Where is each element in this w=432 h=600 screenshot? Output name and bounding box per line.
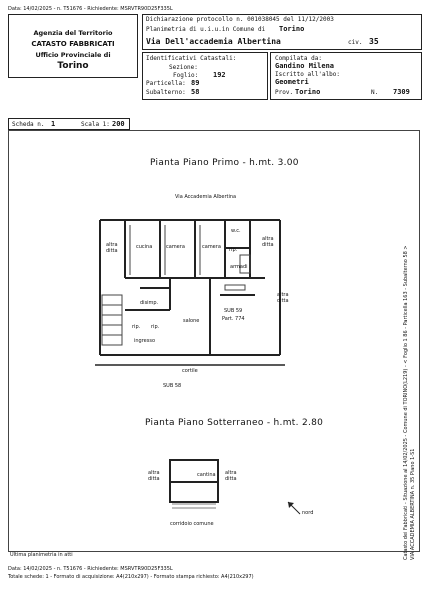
civ-label: civ. (348, 39, 363, 46)
plan1-title: Pianta Piano Primo - h.mt. 3.00 (150, 158, 299, 168)
plan1-armadi: armadi (230, 264, 248, 270)
scala-value: 200 (112, 120, 125, 128)
subalterno-value: 58 (191, 88, 200, 96)
plan1-camera-2: camera (202, 244, 221, 250)
agency-line1: Agenzia del Territorio (33, 29, 113, 37)
plan1-altra-ditta-right: altra ditta (277, 292, 289, 304)
subalterno-label: Subalterno: (146, 89, 186, 96)
plan1-salone: salone (183, 318, 200, 324)
plan1-sub59: SUB 59 (224, 308, 243, 314)
plan1-wc: w.c. (231, 228, 241, 234)
plan2-cantina: cantina (197, 472, 216, 478)
declaration-text: Dichiarazione protocollo n. 001038045 de… (146, 16, 334, 23)
iscritto-label: Iscritto all'albo: (275, 71, 341, 78)
foglio-value: 192 (213, 71, 226, 79)
sezione-label: Sezione: (169, 64, 198, 71)
plan1-altra-ditta-top: altra ditta (262, 236, 274, 248)
plan1-cortile: cortile (182, 368, 198, 374)
civ-value: 35 (369, 37, 379, 46)
side-text-1: Catasto dei Fabbricati - Situazione al 1… (403, 245, 409, 560)
agency-line3: Ufficio Provinciale di (35, 51, 111, 59)
plan2-corridoio: corridoio comune (170, 521, 214, 527)
plan1-ingresso: ingresso (134, 338, 156, 344)
plan1-rip-2: rip. (132, 324, 141, 330)
scheda-block: Scheda n. 1 Scala 1: 200 (8, 118, 130, 130)
prov-value: Torino (295, 88, 321, 96)
n-value: 7309 (393, 88, 410, 96)
plan1-rip-3: rip. (151, 324, 160, 330)
north-label: nord (302, 510, 314, 516)
top-meta: Data: 14/02/2025 - n. T51676 - Richieden… (8, 6, 173, 12)
foglio-label: Foglio: (173, 72, 199, 79)
plan1-cucina: cucina (136, 244, 153, 250)
side-text-2: VIA ACCADEMIA ALBERTINA n. 35 Piano 1-S1 (410, 448, 416, 560)
plan1-camera-1: camera (166, 244, 185, 250)
agency-line2: CATASTO FABBRICATI (31, 40, 115, 48)
footer-line2: Totale schede: 1 - Formato di acquisizio… (8, 574, 254, 580)
plan2-title: Pianta Piano Sotterraneo - h.mt. 2.80 (145, 418, 324, 428)
plan2-drawing (169, 459, 219, 509)
planimetria-label: Planimetria di u.i.u.in Comune di (146, 26, 266, 33)
plan1-street: Via Accademia Albertina (175, 194, 237, 200)
plan2-altra-ditta-right: altra ditta (225, 470, 237, 482)
plan1-rip: rip. (229, 247, 238, 253)
particella-label: Particella: (146, 80, 186, 87)
iscritto-value: Geometri (275, 78, 309, 86)
scheda-value: 1 (51, 120, 56, 128)
agency-line4: Torino (57, 61, 89, 71)
plan1-altra-ditta-left: altra ditta (106, 242, 118, 254)
prov-label: Prov. (275, 89, 294, 96)
particella-value: 89 (191, 79, 200, 87)
plan1-part: Part. 774 (222, 316, 245, 322)
n-label: N. (371, 89, 379, 96)
scala-label: Scala 1: (81, 121, 110, 128)
agency-block: Agenzia del Territorio CATASTO FABBRICAT… (8, 14, 138, 78)
comune-value: Torino (279, 25, 305, 33)
compilata-value: Gandino Milena (275, 62, 335, 70)
plan2-altra-ditta-left: altra ditta (148, 470, 160, 482)
footer-line1: Data: 14/02/2025 - n. T51676 - Richieden… (8, 566, 173, 572)
compilata-label: Compilata da: (275, 55, 322, 62)
declaration-block: Dichiarazione protocollo n. 001038045 de… (142, 14, 422, 50)
scheda-label: Scheda n. (12, 121, 45, 128)
plan1-drawing (95, 219, 285, 366)
identificativi-block: Identificativi Catastali: Sezione: Fogli… (142, 52, 268, 100)
identificativi-label: Identificativi Catastali: (146, 55, 237, 62)
plan1-disimp: disimp. (140, 300, 159, 306)
footer-note: Ultima planimetria in atti (10, 552, 73, 558)
drawing-frame (8, 130, 420, 552)
north-arrow-icon (287, 501, 301, 515)
compilata-block: Compilata da: Gandino Milena Iscritto al… (270, 52, 422, 100)
plan1-sub58: SUB 58 (163, 383, 182, 389)
via-value: Via Dell'accademia Albertina (146, 37, 281, 46)
